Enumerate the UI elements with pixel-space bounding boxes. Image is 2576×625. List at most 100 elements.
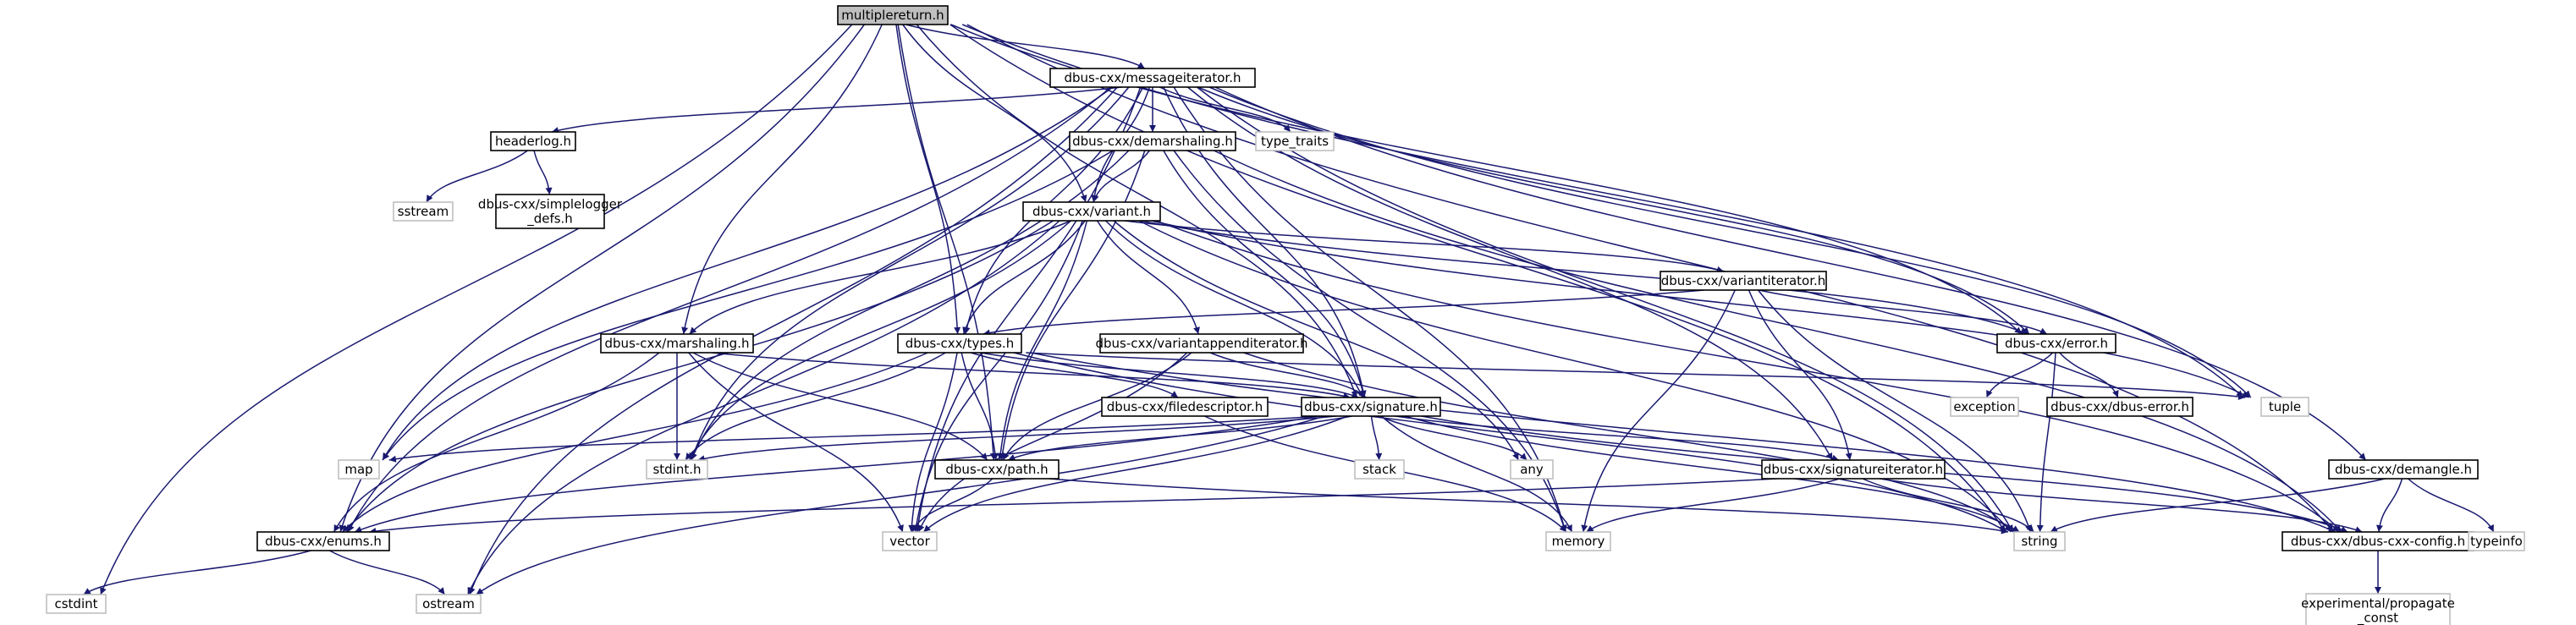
node-box [2046, 397, 2193, 417]
node-box [2260, 397, 2309, 417]
edge-variant-to-any [1113, 220, 1520, 461]
edge-messageiterator-to-memory [1173, 86, 1567, 533]
node-signature[interactable]: dbus-cxx/signature.h [1301, 397, 1441, 417]
node-label: ostream [422, 596, 475, 611]
edge-types-to-path [960, 352, 999, 461]
edge-types-to-tuple [1026, 352, 2246, 400]
node-label: sstream [398, 204, 449, 219]
node-box [490, 131, 576, 151]
node-dbuserror[interactable]: dbus-cxx/dbus-error.h [2046, 397, 2193, 417]
edge-multiplereturn-to-string [949, 24, 2006, 533]
node-variant[interactable]: dbus-cxx/variant.h [1022, 201, 1161, 222]
node-label: dbus-cxx/enums.h [265, 534, 382, 549]
node-ostream: ostream [416, 594, 482, 614]
node-label: dbus-cxx/demarshaling.h [1072, 134, 1233, 149]
node-label: memory [1552, 534, 1605, 549]
node-box [1099, 333, 1304, 354]
edge-variantappenditerator-to-vector [917, 352, 1188, 533]
node-box [1660, 271, 1827, 291]
edge-types-to-enums [342, 352, 928, 533]
node-box [837, 5, 949, 25]
edge-types-to-filedescriptor [971, 352, 1179, 398]
edge-signature-to-ostream [476, 415, 1325, 595]
node-path[interactable]: dbus-cxx/path.h [934, 459, 1060, 480]
edge-signature-to-vector [922, 415, 1349, 533]
edge-signature-to-any [1379, 415, 1527, 461]
node-multiplereturn[interactable]: multiplereturn.h [837, 5, 949, 25]
edge-variantiterator-to-memory [1581, 289, 1736, 533]
edge-demangle-to-string [2050, 478, 2386, 533]
edge-signature-to-stdint [697, 415, 1337, 463]
node-label: headerlog.h [495, 134, 571, 149]
node-box [416, 594, 482, 614]
edge-signature-to-path [1007, 415, 1353, 461]
edge-signature-to-map [388, 415, 1321, 463]
node-messageiterator[interactable]: dbus-cxx/messageiterator.h [1049, 68, 1256, 88]
node-filedescriptor[interactable]: dbus-cxx/filedescriptor.h [1101, 397, 1269, 417]
node-label: dbus-cxx/demangle.h [2335, 462, 2472, 477]
node-label: dbus-cxx/signature.h [1304, 399, 1438, 414]
edge-headerlog-to-simplelogger [533, 150, 553, 195]
node-label: stack [1362, 462, 1396, 477]
node-config[interactable]: dbus-cxx/dbus-cxx-config.h [2282, 531, 2474, 551]
node-box [1545, 531, 1611, 551]
edge-demarshaling-to-config [1214, 150, 2342, 533]
edge-headerlog-to-sstream [426, 150, 528, 203]
node-sstream: sstream [393, 201, 454, 222]
node-marshaling[interactable]: dbus-cxx/marshaling.h [600, 333, 754, 354]
node-simplelogger[interactable]: dbus-cxx/simplelogger_defs.h [478, 194, 623, 229]
edge-types-to-stdint [685, 352, 946, 461]
node-label: any [1520, 462, 1544, 477]
node-enums[interactable]: dbus-cxx/enums.h [256, 531, 390, 551]
edge-error-to-exception [1985, 352, 2054, 398]
node-box [256, 531, 390, 551]
node-demangle[interactable]: dbus-cxx/demangle.h [2328, 459, 2479, 480]
edge-messageiterator-to-string [1196, 86, 2014, 533]
node-variantappenditerator[interactable]: dbus-cxx/variantappenditerator.h [1095, 333, 1308, 354]
edge-variantiterator-to-error [1759, 289, 2048, 335]
node-variantiterator[interactable]: dbus-cxx/variantiterator.h [1660, 271, 1827, 291]
edge-messageiterator-to-stdint [690, 86, 1130, 461]
node-box [1101, 397, 1269, 417]
node-stack: stack [1354, 459, 1405, 480]
edge-enums-to-cstdint [83, 550, 311, 595]
edge-variant-to-vector [912, 220, 1083, 533]
edge-error-to-dbuserror [2059, 352, 2119, 398]
edge-multiplereturn-to-cstdint [100, 24, 853, 595]
node-box [882, 531, 938, 551]
edge-marshaling-to-vector [688, 352, 904, 533]
node-demarshaling[interactable]: dbus-cxx/demarshaling.h [1069, 131, 1236, 151]
edge-variantappenditerator-to-path [1002, 352, 1192, 461]
node-label: experimental/propagate [2301, 596, 2455, 611]
node-label: dbus-cxx/signatureiterator.h [1764, 462, 1943, 477]
node-box [934, 459, 1060, 480]
edge-marshaling-to-signature [711, 352, 1351, 400]
edge-signatureiterator-to-enums [369, 478, 1777, 535]
node-types[interactable]: dbus-cxx/types.h [897, 333, 1022, 354]
edge-signature-to-string [1404, 415, 2020, 533]
edge-variant-to-stdint [689, 220, 1072, 461]
edge-signatureiterator-to-string [1862, 478, 2034, 533]
edge-variantiterator-to-signatureiterator [1748, 289, 1852, 461]
node-label: typeinfo [2470, 534, 2523, 549]
edge-multiplereturn-to-path [897, 24, 997, 461]
node-headerlog[interactable]: headerlog.h [490, 131, 576, 151]
node-string: string [2013, 531, 2066, 551]
node-label: dbus-cxx/dbus-error.h [2050, 399, 2189, 414]
node-error[interactable]: dbus-cxx/error.h [1996, 333, 2116, 354]
edge-demarshaling-to-map [382, 150, 1114, 461]
edge-demarshaling-to-signature [1163, 150, 1367, 398]
node-label: tuple [2269, 399, 2301, 414]
node-signatureiterator[interactable]: dbus-cxx/signatureiterator.h [1761, 459, 1946, 480]
node-label: dbus-cxx/error.h [2005, 336, 2108, 351]
node-label: vector [889, 534, 930, 549]
node-exception: exception [1950, 397, 2019, 417]
node-box [2305, 593, 2451, 625]
edge-demangle-to-config [2375, 478, 2403, 533]
node-label: map [344, 462, 372, 477]
edge-messageiterator-to-enums [347, 86, 1112, 533]
node-label: dbus-cxx/path.h [945, 462, 1048, 477]
edge-signature-to-memory [1380, 415, 1573, 533]
edge-variant-to-signature [1104, 220, 1363, 398]
node-label: dbus-cxx/filedescriptor.h [1107, 399, 1263, 414]
